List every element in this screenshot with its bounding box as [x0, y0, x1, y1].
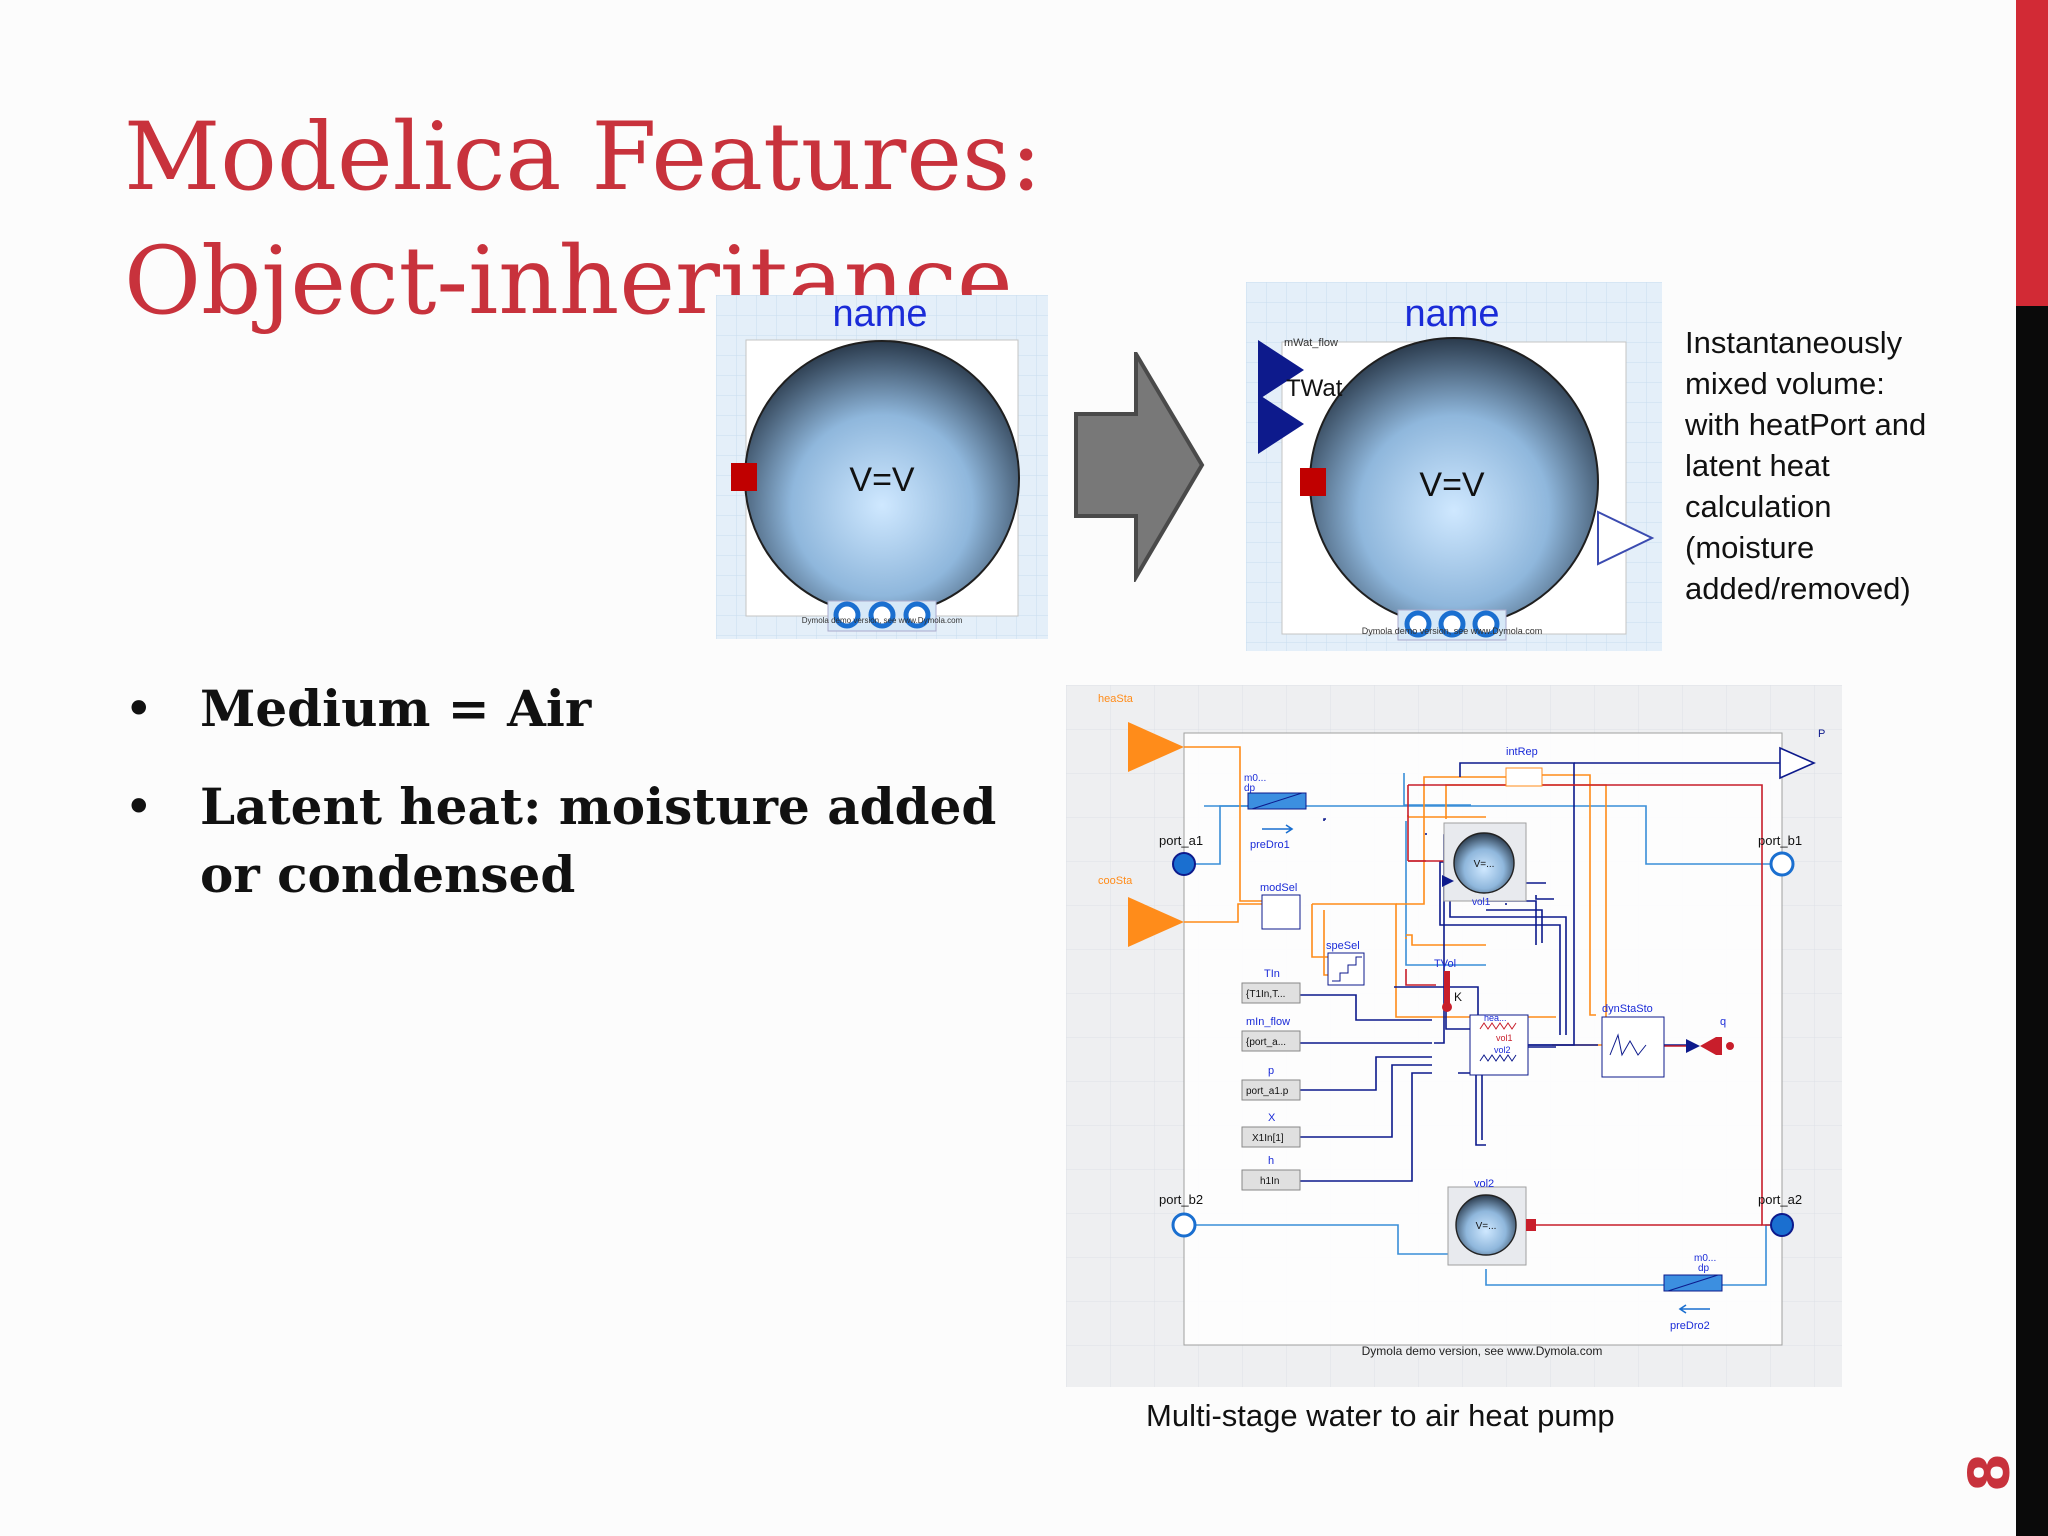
tin-label: TIn: [1264, 968, 1280, 980]
intrep-block: [1505, 767, 1543, 787]
vol2-label: vol2: [1474, 1178, 1494, 1190]
port-b1-icon: [1769, 851, 1795, 877]
p-value-box: [1241, 1079, 1301, 1101]
port-b2-icon: [1171, 1212, 1197, 1238]
h-value: h1In: [1260, 1176, 1279, 1187]
intrep-label: intRep: [1506, 746, 1538, 758]
heasta-label: heaSta: [1098, 693, 1134, 705]
description-line: with heatPort and: [1685, 407, 1927, 442]
min-flow-value-box: [1241, 1030, 1301, 1052]
hea-label: hea...: [1484, 1013, 1507, 1023]
x-value-box: [1241, 1126, 1301, 1148]
tvol-unit: K: [1454, 990, 1462, 1004]
ext-name-label: name: [1404, 293, 1499, 335]
x-label: X: [1268, 1112, 1276, 1124]
hx-vol2-label: vol2: [1494, 1045, 1511, 1055]
bullet-item: •Latent heat: moisture added or condense…: [124, 777, 997, 904]
port-a2-label: port_a2: [1758, 1192, 1802, 1207]
fluid-port-icon: [833, 601, 861, 629]
mwat-flow-label: mWat_flow: [1284, 337, 1338, 349]
fluid-port-icon: [903, 601, 931, 629]
q-label: q: [1720, 1016, 1726, 1028]
extended-volume-icon: name V=V mWat_flow TWat Dymola demo vers…: [1246, 282, 1662, 651]
vol1-volume-icon: [1453, 832, 1515, 894]
diagram-watermark: Dymola demo version, see www.Dymola.com: [1362, 1344, 1603, 1358]
ext-volume-label: V=V: [1419, 466, 1485, 504]
arrow-right-icon: [1074, 352, 1205, 582]
heasta-input-icon: [1128, 722, 1184, 772]
twat-input-icon: [1258, 394, 1304, 454]
base-volume-icon: name V=V Dymola demo version, see www.Dy…: [716, 295, 1048, 639]
modsel-block: [1261, 894, 1301, 930]
bullet-text: Medium = Air: [200, 679, 592, 738]
min-flow-value: {port_a...: [1246, 1037, 1286, 1048]
base-watermark: Dymola demo version, see www.Dymola.com: [802, 616, 963, 625]
p-output-label: P: [1818, 728, 1825, 740]
vol1-volume-text: V=...: [1474, 859, 1495, 870]
base-volume-label: V=V: [849, 461, 915, 499]
min-flow-label: mIn_flow: [1246, 1016, 1290, 1028]
fluid-port-icon: [1472, 610, 1500, 638]
p-value: port_a1.p: [1246, 1086, 1289, 1097]
fluid-port-icon: [1404, 610, 1432, 638]
description-line: added/removed): [1685, 571, 1911, 606]
heat-pump-diagram: heaSta cooSta P intRep m0... dp preDro1 …: [1066, 685, 1842, 1387]
twat-label: TWat: [1286, 375, 1343, 402]
slide-title: Modelica Features: Object-inheritance: [124, 103, 1042, 336]
tvol-label: TVol: [1434, 958, 1456, 970]
x-value: X1In[1]: [1252, 1133, 1284, 1144]
tin-value-box: [1241, 982, 1301, 1004]
base-name-label: name: [832, 295, 927, 335]
bullet-list: •Medium = Air •Latent heat: moisture add…: [124, 675, 1004, 939]
description-line: mixed volume:: [1685, 366, 1885, 401]
vol2-volume-text: V=...: [1476, 1221, 1497, 1232]
coosta-label: cooSta: [1098, 875, 1133, 887]
slide-number: 8: [1957, 1453, 2023, 1492]
modsel-label: modSel: [1260, 882, 1297, 894]
bullet-text: Latent heat: moisture added or condensed: [200, 777, 997, 904]
p-label: p: [1268, 1065, 1274, 1077]
tin-value: {T1In,T...: [1246, 989, 1285, 1000]
coosta-input-icon: [1128, 897, 1184, 947]
port-a1-label: port_a1: [1159, 833, 1203, 848]
ext-watermark: Dymola demo version, see www.Dymola.com: [1362, 626, 1543, 636]
side-bar: [2016, 306, 2048, 1536]
fluid-port-icon: [868, 601, 896, 629]
q-heat-port: [1716, 1037, 1722, 1055]
predro1-m0-label: m0...: [1244, 773, 1266, 784]
model-description: Instantaneously mixed volume: with heatP…: [1685, 322, 2005, 609]
predro2-dp-label: dp: [1698, 1263, 1710, 1274]
bullet-item: •Medium = Air: [124, 679, 592, 738]
description-line: calculation: [1685, 489, 1832, 524]
port-a1-icon: [1172, 852, 1196, 876]
port-b1-label: port_b1: [1758, 833, 1802, 848]
description-line: (moisture: [1685, 530, 1815, 565]
spesel-block: [1327, 952, 1365, 986]
predro1-dp-label: dp: [1244, 783, 1256, 794]
h-value-box: [1241, 1169, 1301, 1191]
predro2-label: preDro2: [1670, 1320, 1710, 1332]
description-line: latent heat: [1685, 448, 1830, 483]
predro1-label: preDro1: [1250, 839, 1290, 851]
mwat-input-icon: [1258, 340, 1304, 400]
h-label: h: [1268, 1155, 1274, 1167]
hx-vol1-label: vol1: [1496, 1033, 1513, 1043]
port-b2-label: port_b2: [1159, 1192, 1203, 1207]
accent-bar: [2016, 0, 2048, 306]
description-line: Instantaneously: [1685, 325, 1903, 360]
heat-port-icon: [1300, 468, 1326, 496]
diagram-caption: Multi-stage water to air heat pump: [1146, 1398, 1615, 1433]
power-output-icon: [1779, 746, 1816, 780]
vol2-volume-icon: [1455, 1194, 1517, 1256]
dynstasto-label: dynStaSto: [1602, 1003, 1653, 1015]
vol1-label: vol1: [1472, 897, 1491, 908]
heat-port-icon: [731, 463, 757, 491]
output-triangle-icon: [1597, 510, 1655, 566]
fluid-port-icon: [1438, 610, 1466, 638]
port-a2-icon: [1770, 1213, 1794, 1237]
predro2-m0-label: m0...: [1694, 1253, 1716, 1264]
spesel-label: speSel: [1326, 940, 1360, 952]
